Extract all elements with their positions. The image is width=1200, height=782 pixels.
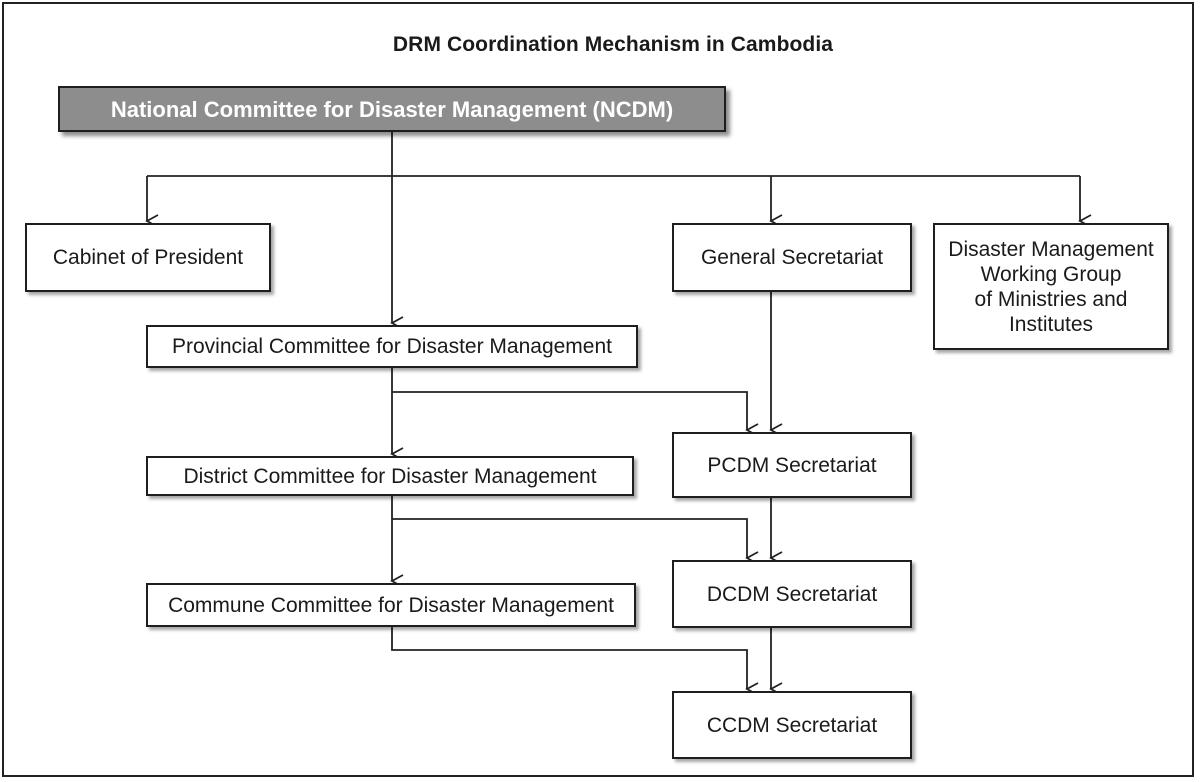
connector-commune-to-ccdm (391, 627, 759, 696)
connector-district-to-dcdm (392, 518, 759, 565)
working-group-box: Disaster Management Working Group of Min… (933, 223, 1169, 350)
working-group-label-line-1: Disaster Management (948, 237, 1154, 261)
district-committee-box: District Committee for Disaster Manageme… (146, 456, 634, 496)
working-group-label-line-2: Working Group (980, 262, 1122, 286)
general-secretariat-box: General Secretariat (672, 223, 912, 292)
diagram-title: DRM Coordination Mechanism in Cambodia (392, 33, 834, 56)
connector-provincial-to-pcdm (392, 391, 759, 437)
provincial-committee-box: Provincial Committee for Disaster Manage… (146, 325, 638, 368)
ncdm-box: National Committee for Disaster Manageme… (58, 86, 726, 132)
ncdm-label: National Committee for Disaster Manageme… (110, 96, 674, 122)
district-committee-label: District Committee for Disaster Manageme… (183, 464, 597, 488)
pcdm-secretariat-label: PCDM Secretariat (707, 453, 877, 477)
ccdm-secretariat-box: CCDM Secretariat (672, 691, 912, 759)
dcdm-secretariat-label: DCDM Secretariat (706, 582, 878, 606)
commune-committee-label: Commune Committee for Disaster Managemen… (168, 593, 614, 617)
ccdm-secretariat-label: CCDM Secretariat (706, 713, 878, 737)
cabinet-of-president-box: Cabinet of President (25, 223, 271, 292)
cabinet-of-president-label: Cabinet of President (52, 246, 244, 269)
working-group-label-line-4: Institutes (1008, 312, 1094, 336)
working-group-label-line-3: of Ministries and (974, 287, 1128, 311)
dcdm-secretariat-box: DCDM Secretariat (672, 560, 912, 628)
provincial-committee-label: Provincial Committee for Disaster Manage… (172, 335, 612, 358)
general-secretariat-label: General Secretariat (700, 246, 884, 269)
commune-committee-box: Commune Committee for Disaster Managemen… (146, 583, 636, 627)
pcdm-secretariat-box: PCDM Secretariat (672, 432, 912, 498)
